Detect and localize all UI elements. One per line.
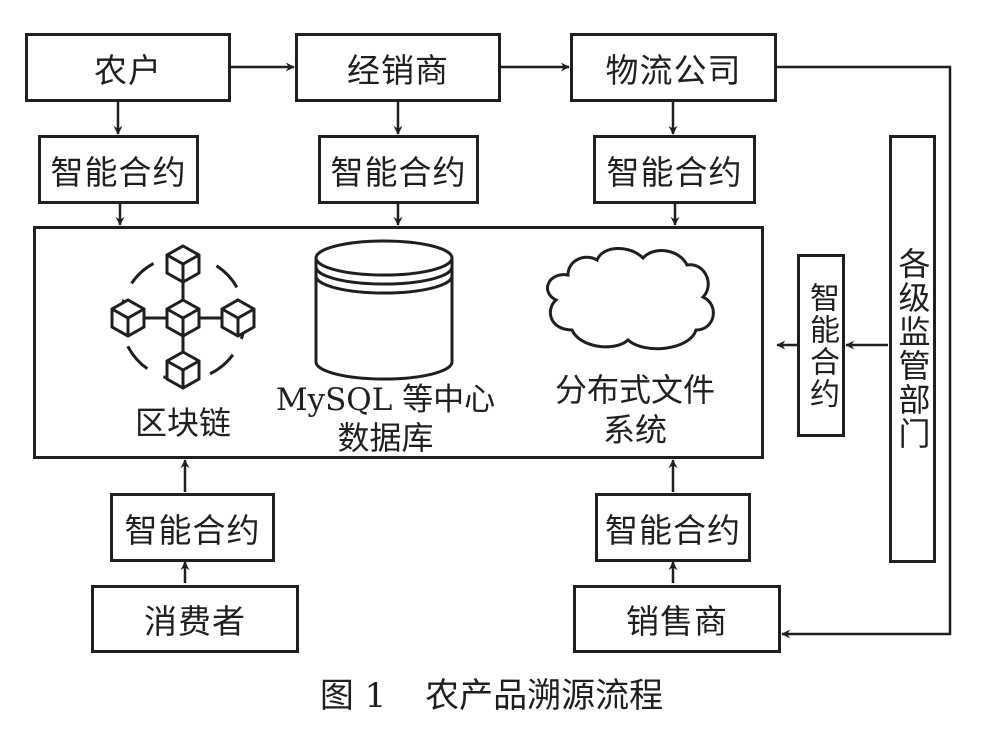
cloud-icon xyxy=(546,247,715,351)
smart-contract-regulator: 智能合约 xyxy=(797,254,845,437)
cube-left xyxy=(110,298,146,338)
smart-contract-distributor: 智能合约 xyxy=(318,135,479,204)
smart-contract-farmer: 智能合约 xyxy=(38,135,199,204)
node-distributor: 经销商 xyxy=(295,33,501,102)
node-retailer-label: 销售商 xyxy=(626,602,728,641)
node-regulator-label: 各级监管部门 xyxy=(893,247,932,451)
node-consumer-label: 消费者 xyxy=(144,602,246,641)
arrow-logistics-to-retailer xyxy=(777,65,952,639)
smart-contract-label: 智能合约 xyxy=(50,152,187,192)
node-logistics: 物流公司 xyxy=(570,33,777,102)
node-farmer: 农户 xyxy=(25,33,231,102)
cube-center xyxy=(165,298,201,338)
node-retailer: 销售商 xyxy=(573,585,781,653)
cube-right xyxy=(220,298,256,338)
node-farmer-label: 农户 xyxy=(94,50,162,90)
figure-title: 农产品溯源流程 xyxy=(425,676,664,716)
node-logistics-label: 物流公司 xyxy=(605,50,742,90)
database-label-line1: MySQL 等中心 xyxy=(275,382,496,418)
node-regulator: 各级监管部门 xyxy=(889,135,936,563)
smart-contract-logistics: 智能合约 xyxy=(593,135,756,204)
smart-contract-label: 智能合约 xyxy=(330,152,467,192)
dfs-label-line1: 分布式文件 xyxy=(554,371,715,409)
figure-number: 图 1 xyxy=(319,676,387,716)
database-label-line2: 数据库 xyxy=(337,419,434,457)
blockchain-label: 区块链 xyxy=(134,404,231,442)
node-distributor-label: 经销商 xyxy=(347,50,449,90)
cube-top xyxy=(165,244,201,284)
smart-contract-label: 智能合约 xyxy=(606,152,743,192)
node-consumer: 消费者 xyxy=(91,585,299,653)
smart-contract-label: 智能合约 xyxy=(124,510,261,550)
smart-contract-retailer: 智能合约 xyxy=(595,493,751,562)
smart-contract-label: 智能合约 xyxy=(804,281,839,410)
smart-contract-consumer: 智能合约 xyxy=(110,493,275,562)
database-icon xyxy=(314,239,454,381)
figure-caption: 图 1 农产品溯源流程 xyxy=(0,668,983,717)
cube-bottom xyxy=(165,350,201,390)
blockchain-icon xyxy=(110,244,256,390)
dfs-label-line2: 系统 xyxy=(602,411,667,449)
smart-contract-label: 智能合约 xyxy=(605,510,741,550)
core-system-container xyxy=(33,226,764,459)
